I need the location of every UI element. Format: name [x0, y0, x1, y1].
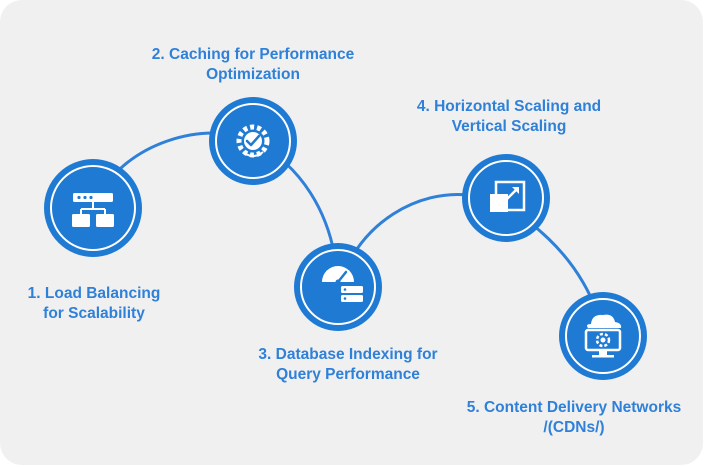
step-1-node: [44, 159, 142, 257]
step-3-node: [294, 243, 382, 331]
step-1-label: 1. Load Balancing for Scalability: [12, 284, 176, 324]
step-2-label-line-2: Optimization: [206, 66, 300, 83]
step-2-label-line-1: 2. Caching for Performance: [151, 46, 355, 63]
step-2-label: 2. Caching for Performance Optimization: [133, 45, 373, 85]
load-balancer-icon: [72, 193, 114, 227]
step-5-label: 5. Content Delivery Networks /(CDNs/): [456, 398, 692, 438]
cdn-monitor-icon: [584, 314, 622, 358]
step-4-label: 4. Horizontal Scaling and Vertical Scali…: [396, 97, 622, 137]
database-gauge-icon: [322, 266, 363, 302]
step-1-label-line-2: for Scalability: [43, 305, 145, 322]
step-3-label-line-2: Query Performance: [276, 366, 420, 383]
step-4-label-line-2: Vertical Scaling: [451, 118, 567, 135]
step-5-label-line-2: /(CDNs/): [543, 419, 605, 436]
step-1-label-line-1: 1. Load Balancing: [27, 285, 161, 302]
cache-gear-icon: [236, 124, 270, 158]
step-2-node: [209, 97, 297, 185]
step-4-node: [462, 154, 550, 242]
step-3-label: 3. Database Indexing for Query Performan…: [236, 345, 460, 385]
step-3-label-line-1: 3. Database Indexing for: [258, 346, 438, 363]
step-5-node: [559, 292, 647, 380]
scale-resize-icon: [490, 180, 526, 212]
step-5-label-line-1: 5. Content Delivery Networks: [466, 399, 682, 416]
step-4-label-line-1: 4. Horizontal Scaling and: [416, 98, 602, 115]
